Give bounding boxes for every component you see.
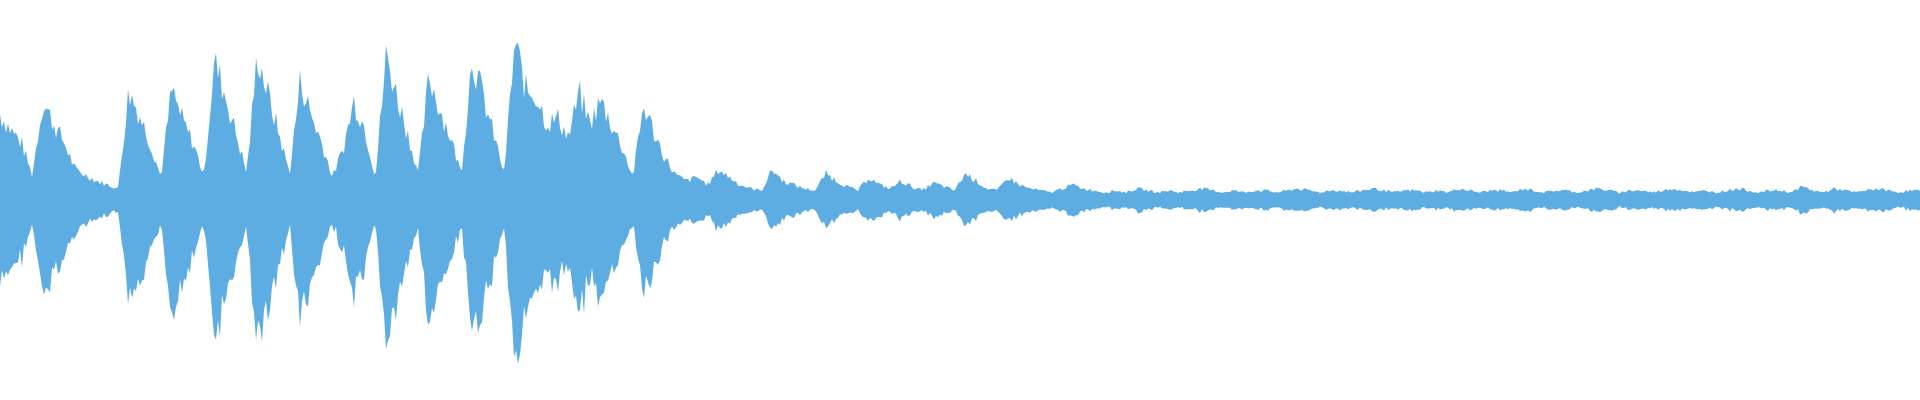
waveform-shape (0, 42, 1920, 364)
